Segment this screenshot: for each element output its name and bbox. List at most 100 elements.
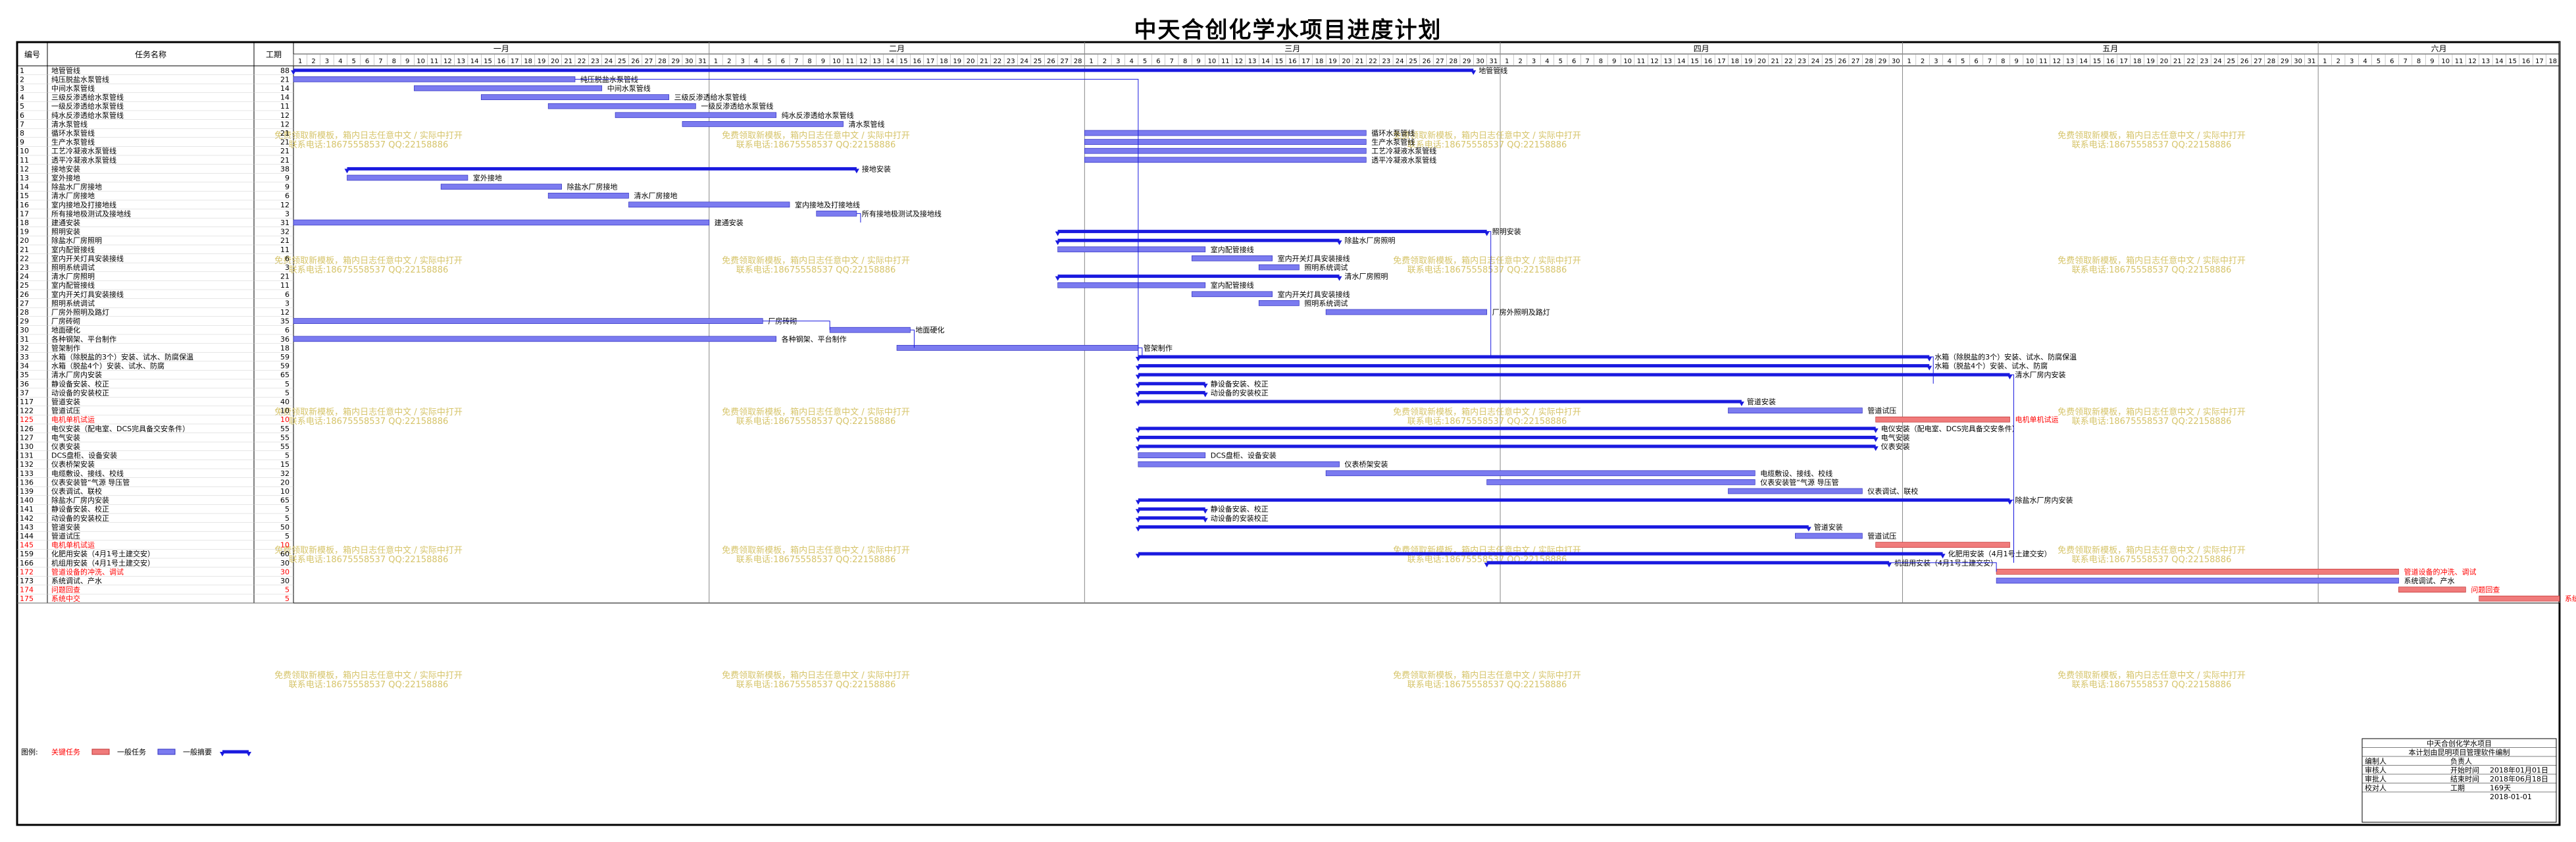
summary-bar xyxy=(347,167,857,171)
task-duration: 32 xyxy=(280,228,290,236)
task-duration: 21 xyxy=(280,138,290,147)
task-duration: 55 xyxy=(280,433,290,442)
summary-bar xyxy=(1057,230,1487,234)
bar-label: 所有接地极测试及接地线 xyxy=(862,209,942,218)
legend-summary-label: 一般摘要 xyxy=(183,747,212,756)
task-bar xyxy=(1795,533,1863,539)
task-bar xyxy=(1138,461,1340,467)
watermark-text: 联系电话:18675558537 QQ:22158886 xyxy=(2072,680,2232,690)
watermark-text: 免费领取新模板，箱内日志任意中文 / 实际中打开 xyxy=(2058,130,2246,141)
summary-marker xyxy=(1927,357,1932,361)
watermark-text: 联系电话:18675558537 QQ:22158886 xyxy=(736,555,896,565)
day-number: 7 xyxy=(794,58,798,65)
watermark-text: 免费领取新模板，箱内日志任意中文 / 实际中打开 xyxy=(1393,670,1581,681)
task-name: 一级反渗透给水泵管线 xyxy=(51,101,124,111)
task-id: 144 xyxy=(20,532,34,540)
task-duration: 21 xyxy=(280,75,290,84)
critical-task-bar xyxy=(2398,587,2466,592)
column-header-duration: 工期 xyxy=(266,50,282,59)
bar-label: 静设备安装、校正 xyxy=(1211,379,1269,388)
task-bar xyxy=(440,184,562,190)
task-id: 36 xyxy=(20,380,29,388)
day-number: 22 xyxy=(1369,58,1377,65)
task-id: 28 xyxy=(20,308,29,317)
day-number: 24 xyxy=(1811,58,1820,65)
watermark-text: 联系电话:18675558537 QQ:22158886 xyxy=(289,680,449,690)
bar-label: 室内接地及打接地线 xyxy=(795,200,860,209)
bar-label: 仪表调试、联校 xyxy=(1867,487,1918,496)
task-id: 32 xyxy=(20,344,29,352)
day-number: 10 xyxy=(832,58,841,65)
day-number: 5 xyxy=(767,58,771,65)
bar-label: 管道设备的冲洗、调试 xyxy=(2404,567,2476,576)
bar-label: 地面硬化 xyxy=(915,325,944,334)
month-label: 四月 xyxy=(1694,44,1709,53)
info-cell: 结束时间 xyxy=(2450,775,2479,783)
summary-bar xyxy=(1138,516,1205,520)
watermark-text: 免费领取新模板，箱内日志任意中文 / 实际中打开 xyxy=(274,130,463,141)
day-number: 25 xyxy=(1825,58,1833,65)
summary-marker xyxy=(1135,509,1141,514)
task-id: 25 xyxy=(20,281,29,290)
task-bar xyxy=(628,201,790,208)
task-name: 仪表安装管“气源 导压管 xyxy=(51,477,130,487)
bar-label: 管道试压 xyxy=(1867,531,1896,540)
info-cell: 2018年01月01日 xyxy=(2490,766,2548,775)
day-number: 17 xyxy=(2119,58,2128,65)
day-number: 20 xyxy=(551,58,559,65)
task-duration: 14 xyxy=(280,93,290,102)
day-number: 9 xyxy=(1196,58,1200,65)
task-name: 室内开关灯具安装接线 xyxy=(51,290,124,299)
summary-bar xyxy=(1138,552,1943,556)
day-number: 19 xyxy=(1744,58,1753,65)
task-id: 174 xyxy=(20,586,34,594)
day-number: 5 xyxy=(1961,58,1965,65)
bar-label: 循环水泵管线 xyxy=(1371,128,1415,138)
task-duration: 6 xyxy=(285,290,290,299)
day-number: 22 xyxy=(994,58,1002,65)
task-bar xyxy=(1325,309,1488,315)
summary-bar xyxy=(1138,355,1930,359)
watermark-text: 免费领取新模板，箱内日志任意中文 / 实际中打开 xyxy=(2058,255,2246,266)
bar-label: 建通安装 xyxy=(715,218,744,227)
summary-marker xyxy=(1202,509,1208,514)
day-number: 18 xyxy=(2133,58,2142,65)
summary-marker xyxy=(1202,383,1208,388)
task-bar xyxy=(293,336,776,342)
task-name: 接地安装 xyxy=(51,164,80,173)
task-bar xyxy=(1084,147,1367,154)
day-number: 6 xyxy=(1974,58,1978,65)
task-name: 所有接地极测试及接地线 xyxy=(51,209,131,218)
day-number: 18 xyxy=(1315,58,1324,65)
task-duration: 65 xyxy=(280,371,290,379)
info-cell: 2018年06月18日 xyxy=(2490,774,2548,783)
task-id: 21 xyxy=(20,246,29,254)
day-number: 29 xyxy=(2281,58,2289,65)
month-label: 六月 xyxy=(2431,44,2447,53)
task-id: 26 xyxy=(20,290,29,299)
watermark-text: 免费领取新模板，箱内日志任意中文 / 实际中打开 xyxy=(1393,407,1581,417)
day-number: 16 xyxy=(497,58,506,65)
summary-marker xyxy=(1484,562,1490,567)
day-number: 10 xyxy=(1208,58,1217,65)
day-number: 30 xyxy=(1476,58,1484,65)
day-number: 22 xyxy=(1784,58,1793,65)
task-duration: 5 xyxy=(285,452,290,460)
day-number: 19 xyxy=(953,58,961,65)
day-number: 11 xyxy=(430,58,439,65)
task-id: 7 xyxy=(20,120,24,128)
watermark-text: 联系电话:18675558537 QQ:22158886 xyxy=(736,417,896,427)
dependency-link xyxy=(1138,347,1143,357)
day-number: 18 xyxy=(524,58,532,65)
task-id: 117 xyxy=(20,398,34,406)
bar-label: 除盐水厂房接地 xyxy=(567,182,618,192)
day-number: 4 xyxy=(1545,58,1549,65)
month-label: 二月 xyxy=(889,44,905,53)
day-number: 11 xyxy=(2039,58,2048,65)
task-duration: 50 xyxy=(280,523,290,531)
day-number: 17 xyxy=(2535,58,2544,65)
task-name: 清水厂房接地 xyxy=(51,192,95,200)
day-number: 26 xyxy=(2240,58,2249,65)
day-number: 21 xyxy=(1355,58,1364,65)
task-name: 照明系统调试 xyxy=(51,263,95,272)
